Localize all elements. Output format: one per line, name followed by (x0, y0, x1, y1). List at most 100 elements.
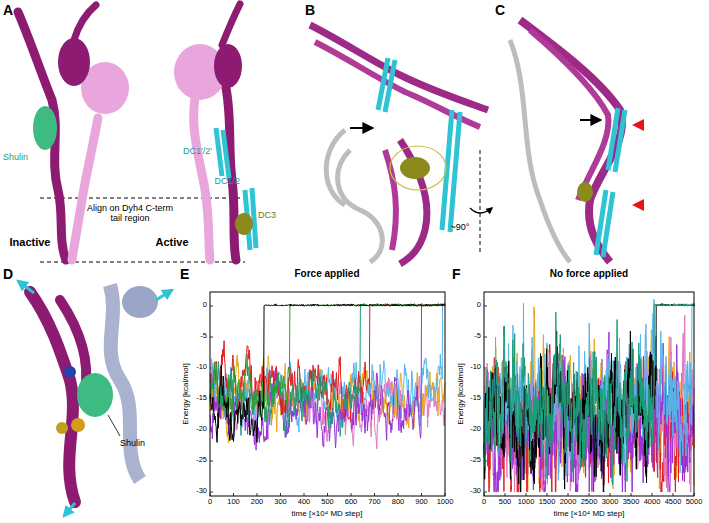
force-arrow (18, 281, 34, 293)
dc-helix (385, 60, 395, 112)
dc-helix (216, 128, 222, 176)
plot-frame (210, 292, 445, 496)
energy-plot (484, 292, 694, 496)
tick-label: 0 (482, 498, 486, 507)
domain-ball (56, 422, 68, 434)
rotation-arrow (470, 208, 492, 213)
tick-label: 1000 (518, 498, 535, 507)
dynein-stalk (74, 5, 96, 40)
tick-label: 600 (345, 498, 358, 507)
tick-label: 3500 (623, 498, 640, 507)
panel-letter: C (495, 2, 505, 18)
tick-label: 3000 (602, 498, 619, 507)
protein-label: Shulin (3, 152, 28, 162)
pointer-arrow (580, 119, 600, 121)
axis-title: time [×10⁴ MD step] (292, 509, 363, 518)
energy-plot (210, 292, 445, 496)
dc-helix (615, 110, 625, 172)
charts (210, 292, 694, 496)
domain-ball (64, 366, 76, 378)
dynein-stalk (222, 4, 240, 45)
tick-label: 300 (274, 498, 287, 507)
energy-trace (210, 304, 445, 443)
panel-title: Force applied (294, 268, 359, 280)
tick-label: -5 (474, 332, 481, 341)
tick-label: 4500 (665, 498, 682, 507)
energy-trace (210, 304, 445, 451)
tick-label: 700 (368, 498, 381, 507)
panel-letter: A (3, 2, 13, 18)
dc-helix (450, 112, 460, 232)
force-arrow (64, 503, 75, 516)
dc-helix (603, 192, 613, 257)
panel-title: No force applied (550, 268, 628, 280)
shulin-blob (33, 106, 57, 150)
tick-label: -15 (470, 394, 481, 403)
ribbon (520, 20, 622, 262)
panel-letter: F (452, 266, 461, 282)
panel-letter: E (180, 266, 189, 282)
dc3-outline (390, 146, 446, 190)
shulin-blob (77, 373, 113, 417)
dashed-guide (40, 198, 245, 199)
ribbon (315, 42, 480, 127)
tick-label: 2000 (560, 498, 577, 507)
tick-label: 1500 (539, 498, 556, 507)
rotation-axis (480, 150, 481, 255)
annotation: Align on Dyh4 C-term tail region (85, 203, 175, 224)
dc-helix (223, 130, 229, 178)
dc3-blob (577, 182, 593, 202)
tick-label: -25 (470, 456, 481, 465)
tick-label: -20 (470, 425, 481, 434)
tick-label: -25 (196, 456, 207, 465)
dynein-tail (194, 98, 210, 260)
motor-domain (58, 38, 90, 86)
dc-helix (252, 188, 256, 248)
tick-label: 900 (415, 498, 428, 507)
tick-label: 200 (251, 498, 264, 507)
tick-label: -15 (196, 394, 207, 403)
state-label: Inactive (10, 236, 51, 249)
energy-trace (484, 303, 694, 484)
tick-label: -10 (470, 363, 481, 372)
tick-label: -10 (196, 363, 207, 372)
tick-label: 5000 (686, 498, 703, 507)
red-arrowhead (632, 199, 644, 211)
tick-label: 1000 (437, 498, 454, 507)
ribbon-outline (326, 130, 345, 205)
protein-label: DC1/2 (214, 176, 240, 186)
tick-label: 400 (298, 498, 311, 507)
dc3-blob (235, 213, 253, 235)
ribbon (530, 30, 608, 200)
axis-title: Energy [kcal/mol] (181, 363, 190, 424)
tick-label: 4000 (644, 498, 661, 507)
tick-label: -30 (196, 487, 207, 496)
energy-trace (210, 303, 445, 420)
protein-label: DC1'/2' (183, 146, 212, 156)
dynein-tail (72, 118, 98, 260)
tick-label: -20 (196, 425, 207, 434)
axis-title: Energy [kcal/mol] (456, 363, 465, 424)
protein-label: DC3 (258, 210, 276, 220)
dynein-model (60, 300, 86, 390)
tick-label: 0 (208, 498, 212, 507)
motor-domain (214, 44, 242, 88)
ribbon (310, 25, 488, 110)
state-label: Active (155, 236, 188, 249)
protein-label: Shulin (120, 438, 145, 448)
red-arrowhead (632, 119, 644, 131)
domain-ball (71, 418, 85, 432)
tick-label: -5 (200, 332, 207, 341)
axis-title: time [×10⁴ MD step] (554, 509, 625, 518)
panel-letter: D (3, 266, 13, 282)
ribbon-outline (510, 40, 570, 262)
panel-letter: B (305, 2, 315, 18)
force-arrow (156, 290, 172, 300)
tick-label: 100 (227, 498, 240, 507)
pointer-arrow (350, 127, 372, 129)
plot-frame (484, 292, 694, 496)
rotation-label: ~90° (451, 222, 470, 232)
dynein-tail (18, 12, 66, 260)
